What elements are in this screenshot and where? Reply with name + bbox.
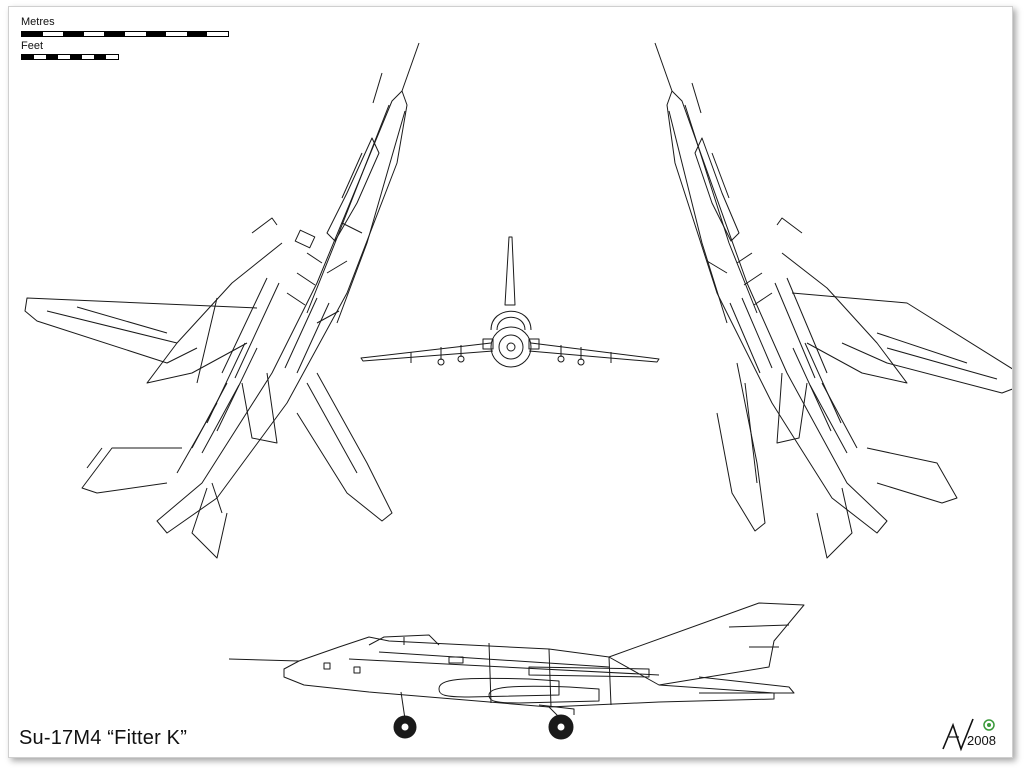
metres-scale-label: Metres bbox=[21, 16, 55, 28]
artist-signature-mark bbox=[942, 718, 995, 752]
side-view bbox=[229, 597, 799, 742]
drawing-year: 2008 bbox=[967, 733, 996, 748]
metres-scale-bar bbox=[21, 31, 229, 37]
feet-scale-label: Feet bbox=[21, 40, 44, 52]
drawing-sheet: Metres Feet bbox=[8, 6, 1013, 758]
planform-view-right bbox=[627, 43, 1013, 563]
planform-view-left bbox=[17, 43, 417, 563]
front-view bbox=[361, 235, 661, 370]
aircraft-title: Su-17M4 “Fitter K” bbox=[19, 727, 188, 749]
feet-scale-bar bbox=[21, 54, 119, 60]
